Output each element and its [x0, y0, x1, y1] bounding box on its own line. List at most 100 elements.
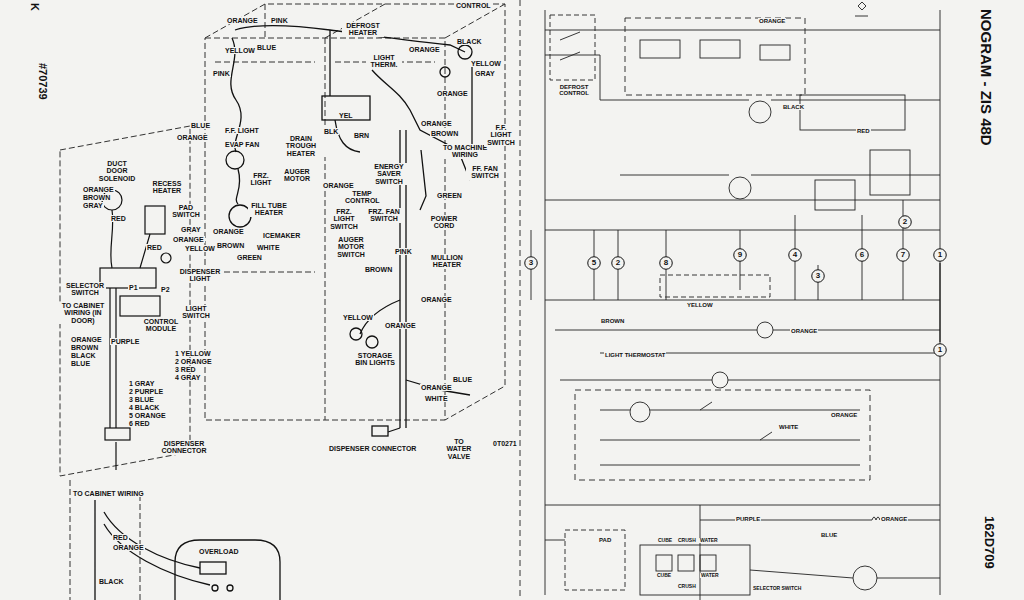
ladder-schematic: [853, 566, 877, 590]
callout-number: 1: [938, 346, 942, 354]
door-outline: [70, 480, 140, 600]
part-label: EVAP FAN: [224, 141, 260, 148]
part-label: DEFROST CONTROL: [553, 84, 595, 97]
callout-circle: 8: [659, 256, 673, 270]
ladder-schematic: [565, 530, 625, 590]
ladder-schematic: [749, 101, 771, 123]
part-label: BLUE: [190, 122, 211, 129]
callout-number: 5: [592, 259, 596, 267]
part-label: ORANGE: [70, 336, 103, 343]
part-label: 3 BLUE: [128, 396, 155, 403]
part-label: PAD: [598, 537, 612, 543]
ladder-schematic: [855, 2, 868, 16]
ladder-schematic: [545, 505, 940, 600]
wire-harness: [231, 38, 241, 152]
part-label: WHITE: [424, 395, 449, 402]
part-label: ORANGE: [420, 296, 453, 303]
part-label: DRAIN TROUGH HEATER: [276, 135, 326, 157]
part-label: P1: [128, 284, 139, 291]
callout-circle: 7: [896, 248, 910, 262]
part-label: GREEN: [236, 254, 263, 261]
part-label: TO MACHINE WIRING: [440, 144, 490, 159]
part-label: ORANGE: [226, 17, 259, 24]
part-label: ORANGE: [420, 384, 453, 391]
part-label: F.F. LIGHT SWITCH: [484, 124, 518, 146]
wire-harness: [440, 67, 450, 77]
part-label: RED: [110, 215, 127, 222]
ladder-schematic: [545, 300, 940, 380]
ladder-schematic: [712, 372, 728, 388]
part-label: 3 RED: [174, 366, 197, 373]
callout-circle: 4: [788, 248, 802, 262]
compressor: [212, 585, 218, 591]
circle-outline: [612, 257, 625, 270]
ladder-schematic: [545, 30, 940, 200]
part-label: PURPLE: [110, 338, 140, 345]
callout-circle: 2: [898, 215, 912, 229]
door-parts: [161, 253, 171, 263]
door-parts: [105, 428, 130, 440]
part-label: AUGER MOTOR: [276, 168, 318, 183]
part-label: RECESS HEATER: [148, 180, 186, 195]
ladder-schematic: [678, 555, 694, 571]
part-label: WHITE: [778, 424, 799, 430]
part-label: 5 ORANGE: [128, 412, 167, 419]
part-label: PINK: [394, 248, 413, 255]
part-label: GRAY: [180, 226, 202, 233]
part-label: YELLOW: [224, 47, 256, 54]
callout-number: 8: [664, 259, 668, 267]
part-label: TO WATER VALVE: [440, 438, 478, 460]
part-label: RED: [146, 244, 163, 251]
callout-number: 3: [816, 272, 820, 280]
part-label: ORANGE: [322, 182, 355, 189]
part-label: FRZ. LIGHT: [246, 172, 276, 187]
part-label: STORAGE BIN LIGHTS: [352, 352, 398, 367]
part-label: YELLOW: [470, 60, 502, 67]
compressor: [227, 585, 233, 591]
ladder-schematic: [757, 322, 773, 338]
part-label: ORANGE: [82, 186, 115, 193]
part-label: GREEN: [436, 192, 463, 199]
ladder-schematic: [750, 570, 940, 578]
part-label: CONTROL: [455, 2, 492, 9]
part-label: WATER: [699, 538, 719, 543]
callout-circle: 9: [733, 248, 747, 262]
part-label: BLUE: [452, 376, 473, 383]
ladder-schematic: [700, 40, 740, 58]
callout-circle: 1: [933, 343, 947, 357]
part-label: BLACK: [70, 352, 97, 359]
part-label: TO CABINET WIRING: [72, 490, 145, 497]
part-label: SELECTOR SWITCH: [64, 282, 106, 297]
diagram-title: NOGRAM - ZIS 48D: [978, 8, 994, 147]
callout-number: 2: [616, 259, 620, 267]
ladder-schematic: [700, 555, 716, 571]
part-label: DEFROST HEATER: [342, 22, 384, 37]
callout-number: 4: [793, 251, 797, 259]
part-label: 4 GRAY: [174, 374, 201, 381]
part-label: YELLOW: [686, 302, 714, 308]
circle-outline: [588, 257, 601, 270]
callout-circle: 3: [524, 256, 538, 270]
part-label: #70739: [36, 62, 48, 101]
wire-harness: [372, 426, 388, 436]
callout-circle: 6: [855, 248, 869, 262]
callout-number: 9: [738, 251, 742, 259]
part-label: BLK: [323, 128, 339, 135]
part-label: ORANGE: [790, 328, 818, 334]
part-label: 1 YELLOW: [174, 350, 212, 357]
wire-harness: [388, 428, 400, 432]
part-label: CUBE: [656, 573, 672, 578]
part-label: BROWN: [216, 242, 245, 249]
part-label: WHITE: [256, 244, 281, 251]
callout-number: 7: [901, 251, 905, 259]
ladder-schematic: [630, 402, 650, 422]
part-label: CRUSH: [677, 538, 697, 543]
ladder-schematic: [545, 540, 565, 541]
part-label: LIGHT THERMOSTAT: [604, 352, 666, 358]
circle-outline: [525, 257, 538, 270]
part-label: BROWN: [430, 130, 459, 137]
part-label: LIGHT SWITCH: [178, 305, 214, 320]
ladder-schematic: [760, 45, 790, 60]
part-label: BRN: [353, 132, 370, 139]
